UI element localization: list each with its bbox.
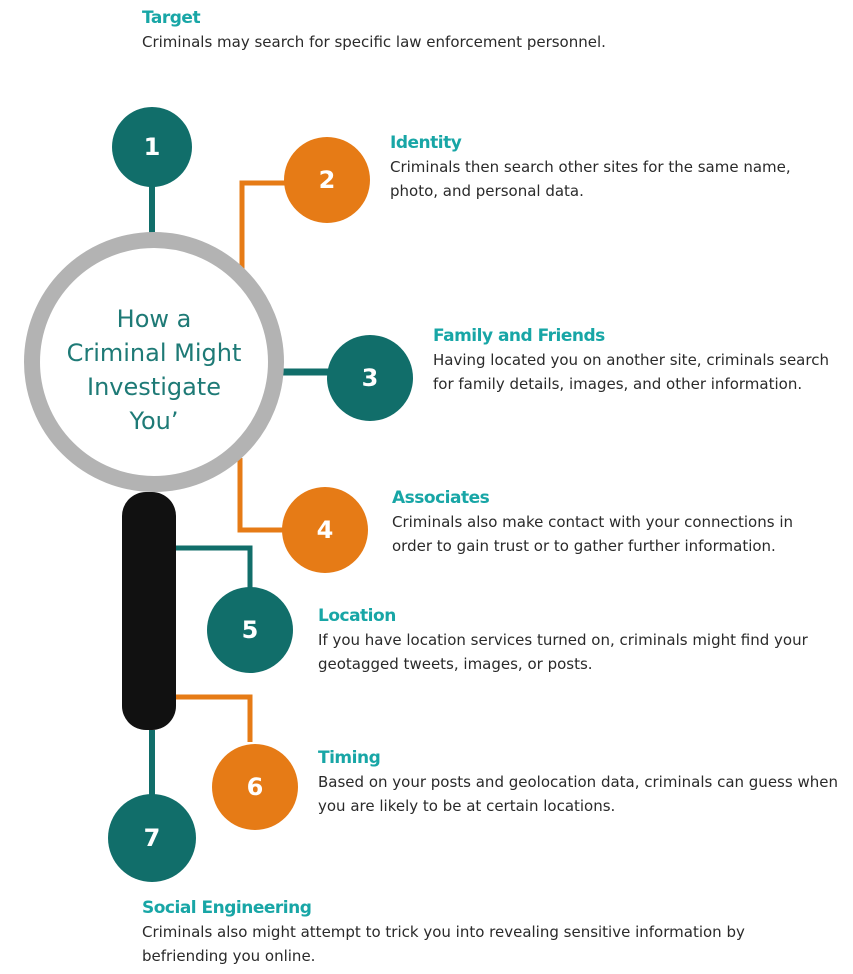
step-3-description: Having located you on another site, crim… bbox=[433, 351, 829, 393]
connector-5 bbox=[172, 545, 253, 592]
step-3-text: Family and Friends Having located you on… bbox=[433, 326, 851, 396]
step-4-title: Associates bbox=[392, 488, 490, 508]
step-6-circle bbox=[212, 744, 298, 830]
step-4-circle bbox=[282, 487, 368, 573]
step-5-circle bbox=[207, 587, 293, 673]
center-title: How a Criminal Might Investigate You’ bbox=[34, 302, 274, 438]
step-4-number: 4 bbox=[316, 516, 334, 544]
step-3-number: 3 bbox=[361, 364, 379, 392]
step-7-description: Criminals also might attempt to trick yo… bbox=[142, 923, 745, 965]
step-7-text: Social Engineering Criminals also might … bbox=[142, 898, 762, 968]
magnifier-handle bbox=[122, 492, 176, 730]
step-2-circle bbox=[284, 137, 370, 223]
step-7-number: 7 bbox=[143, 824, 161, 852]
step-2-description: Criminals then search other sites for th… bbox=[390, 158, 791, 200]
step-5-text: Location If you have location services t… bbox=[318, 606, 838, 676]
step-4-description: Criminals also make contact with your co… bbox=[392, 513, 794, 555]
center-title-line: Investigate bbox=[87, 373, 221, 401]
step-2-title: Identity bbox=[390, 133, 462, 153]
magnifier-lens bbox=[24, 232, 284, 492]
step-7-circle bbox=[108, 794, 196, 882]
connector-4 bbox=[237, 458, 285, 533]
step-1-title: Target bbox=[142, 8, 201, 28]
step-1-description: Criminals may search for specific law en… bbox=[142, 33, 606, 51]
step-4-text: Associates Criminals also make contact w… bbox=[392, 488, 817, 558]
step-2-text: Identity Criminals then search other sit… bbox=[390, 133, 820, 203]
step-5-description: If you have location services turned on,… bbox=[318, 631, 808, 673]
step-2-number: 2 bbox=[318, 166, 336, 194]
step-3-title: Family and Friends bbox=[433, 326, 605, 346]
step-6-text: Timing Based on your posts and geolocati… bbox=[318, 748, 838, 818]
step-6-title: Timing bbox=[318, 748, 381, 768]
step-5-number: 5 bbox=[241, 616, 259, 644]
step-7-title: Social Engineering bbox=[142, 898, 312, 918]
step-1-text: Target Criminals may search for specific… bbox=[142, 8, 622, 54]
center-title-line: Criminal Might bbox=[66, 339, 242, 367]
connector-2 bbox=[239, 180, 285, 275]
connector-6 bbox=[175, 694, 253, 742]
step-3-circle bbox=[327, 335, 413, 421]
step-1-number: 1 bbox=[143, 133, 161, 161]
center-title-line: You’ bbox=[129, 407, 179, 435]
center-title-line: How a bbox=[116, 305, 192, 333]
step-1-circle bbox=[112, 107, 192, 187]
step-6-description: Based on your posts and geolocation data… bbox=[318, 773, 838, 815]
step-5-title: Location bbox=[318, 606, 396, 626]
step-6-number: 6 bbox=[246, 773, 264, 801]
